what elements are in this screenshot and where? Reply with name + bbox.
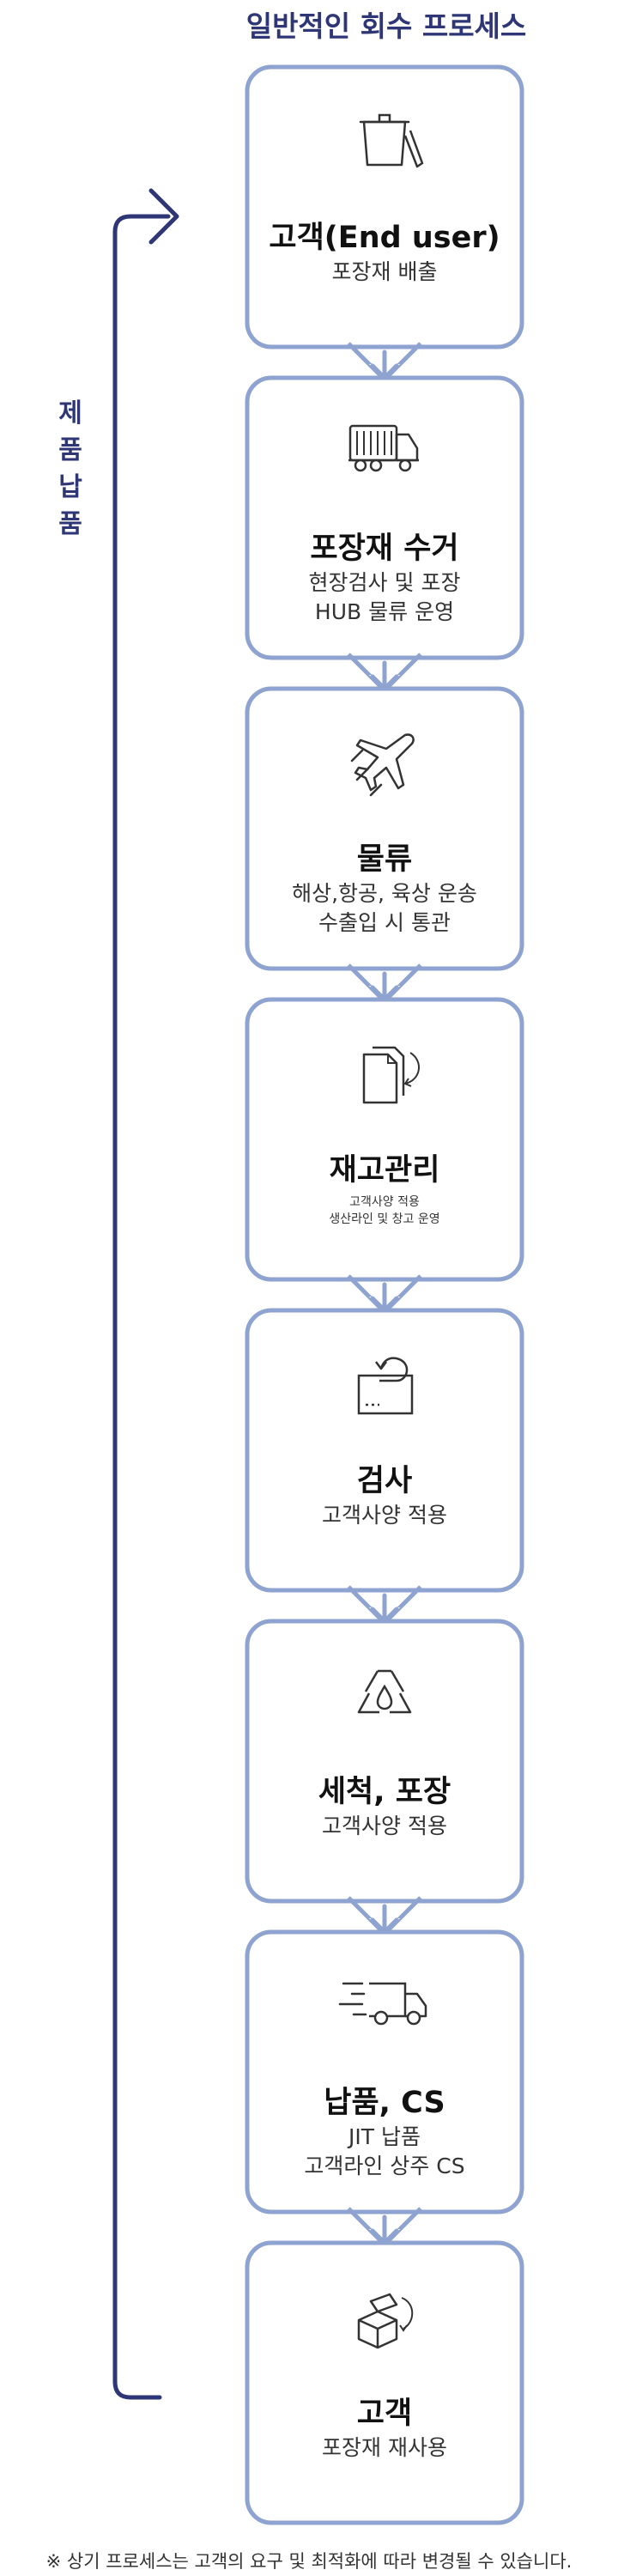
step-title: 포장재 수거 xyxy=(310,532,459,566)
step-title: 고객 xyxy=(356,2397,413,2431)
step-title: 세척, 포장 xyxy=(318,1775,451,1809)
step-description: 포장재 배출 xyxy=(247,258,522,287)
step-card-inspection xyxy=(245,1308,524,1593)
side-char: 제 xyxy=(58,398,82,428)
step-description-line: 고객사양 적용 xyxy=(349,1195,420,1209)
step-description-line: 해상,항공, 육상 운송 xyxy=(292,881,477,906)
step-description: 고객사양 적용 xyxy=(247,1812,522,1841)
step-description: 포장재 재사용 xyxy=(247,2433,522,2463)
side-char: 납 xyxy=(58,472,82,502)
step-card-customer-end-user xyxy=(245,64,524,349)
step-description-line: 수출입 시 통관 xyxy=(318,910,451,935)
step-card-logistics xyxy=(245,686,524,971)
step-description-line: 생산라인 및 창고 운영 xyxy=(329,1212,440,1226)
step-card-packaging-collection xyxy=(245,375,524,660)
step-title: 재고관리 xyxy=(329,1153,440,1188)
step-title: 검사 xyxy=(356,1464,413,1498)
diagram-title: 일반적인 회수 프로세스 xyxy=(245,9,527,43)
step-description: 현장검사 및 포장 HUB 물류 운영 xyxy=(247,568,522,627)
step-description-line: 고객사양 적용 xyxy=(322,1814,447,1838)
delivery-loop-arrow xyxy=(112,214,171,2400)
step-description-line: 현장검사 및 포장 xyxy=(308,570,461,595)
step-description-line: 포장재 배출 xyxy=(331,259,438,284)
step-description-line: 고객사양 적용 xyxy=(322,1503,447,1528)
step-title: 물류 xyxy=(356,842,413,877)
step-card-washing-packing xyxy=(245,1619,524,1904)
step-description-line: 포장재 재사용 xyxy=(322,2435,447,2460)
step-description-line: HUB 물류 운영 xyxy=(314,599,455,624)
step-card-inventory xyxy=(245,997,524,1282)
step-card-customer-reuse xyxy=(245,2240,524,2525)
product-delivery-label: 제 품 납 품 xyxy=(50,395,91,543)
step-description-line: JIT 납품 xyxy=(348,2124,421,2149)
step-title: 납품, CS xyxy=(324,2086,445,2120)
delivery-loop-arrowhead xyxy=(148,188,179,245)
step-description-line: 고객라인 상주 CS xyxy=(304,2154,465,2178)
footnote: ※ 상기 프로세스는 고객의 요구 및 최적화에 따라 변경될 수 있습니다. xyxy=(45,2551,573,2572)
step-description: 고객사양 적용 xyxy=(247,1501,522,1530)
side-char: 품 xyxy=(58,509,82,539)
side-char: 품 xyxy=(58,435,82,465)
step-title: 고객(End user) xyxy=(269,221,500,255)
step-card-delivery-cs xyxy=(245,1929,524,2215)
